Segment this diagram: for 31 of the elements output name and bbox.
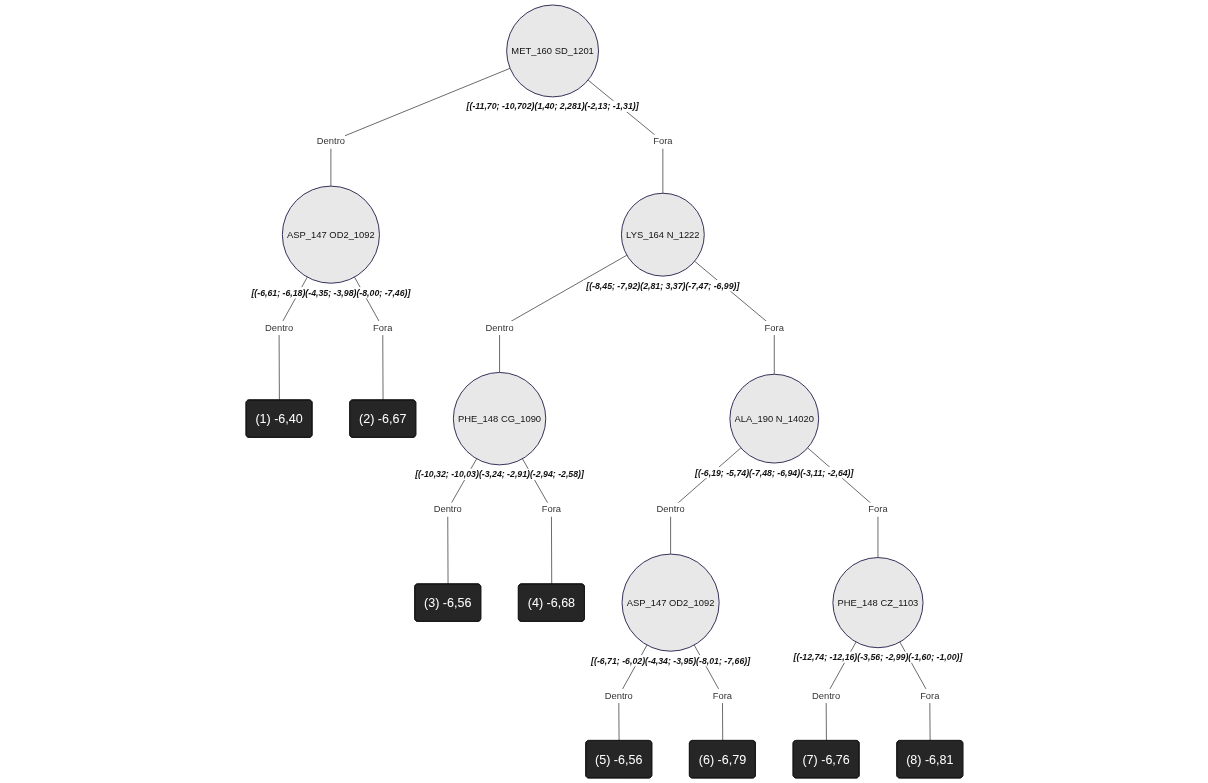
node-circle: MET_160 SD_1201: [505, 4, 599, 98]
interval-label: [(-11,70; -10,702)(1,40; 2,281)(-2,13; -1,31)]: [466, 101, 639, 112]
edge-label: Dentro: [433, 503, 462, 515]
edge-label: Fora: [541, 503, 561, 515]
connector: [587, 79, 663, 194]
edge-label: Fora: [712, 690, 732, 701]
edge-label: Fora: [764, 322, 784, 333]
edge-label: Dentro: [264, 322, 293, 333]
interval-label: [(-8,45; -7,92)(2,81; 3,37)(-7,47; -6,99)]: [585, 280, 739, 291]
edge-label: Dentro: [316, 135, 345, 147]
node-circle: PHE_148 CZ_1103: [831, 557, 924, 649]
interval-label: [(-12,74; -12,16)(-3,56; -2,99)(-1,60; -1,00)]: [793, 652, 962, 663]
node-circle: ASP_147 OD2_1092: [281, 185, 380, 284]
node-circle: ALA_190 N_14020: [729, 373, 819, 464]
interval-label: [(-6,61; -6,18)(-4,35; -3,98)(-8,00; -7,46)]: [250, 287, 410, 298]
edge-label: Fora: [867, 503, 888, 515]
edge-label: Dentro: [485, 322, 514, 333]
connector: [521, 458, 552, 585]
edge-label: Dentro: [811, 690, 840, 701]
edge-label: Fora: [919, 690, 940, 701]
connector: [330, 68, 510, 187]
node-circle: LYS_164 N_1222: [620, 192, 705, 277]
interval-label: [(-6,71; -6,02)(-4,34; -3,95)(-8,01; -7,66)]: [590, 655, 750, 666]
edge-label: Dentro: [604, 690, 633, 701]
interval-label: [(-6,19; -5,74)(-7,48; -6,94)(-3,11; -2,64)]: [694, 467, 853, 478]
edge-label: Fora: [652, 135, 673, 147]
edge-label: Fora: [372, 322, 392, 333]
node-circle: ASP_147 OD2_1092: [621, 553, 720, 652]
interval-label: [(-10,32; -10,03)(-3,24; -2,91)(-2,94; -2,58)]: [414, 469, 584, 480]
node-circle: PHE_148 CG_1090: [452, 371, 546, 466]
edge-label: Dentro: [656, 503, 685, 515]
